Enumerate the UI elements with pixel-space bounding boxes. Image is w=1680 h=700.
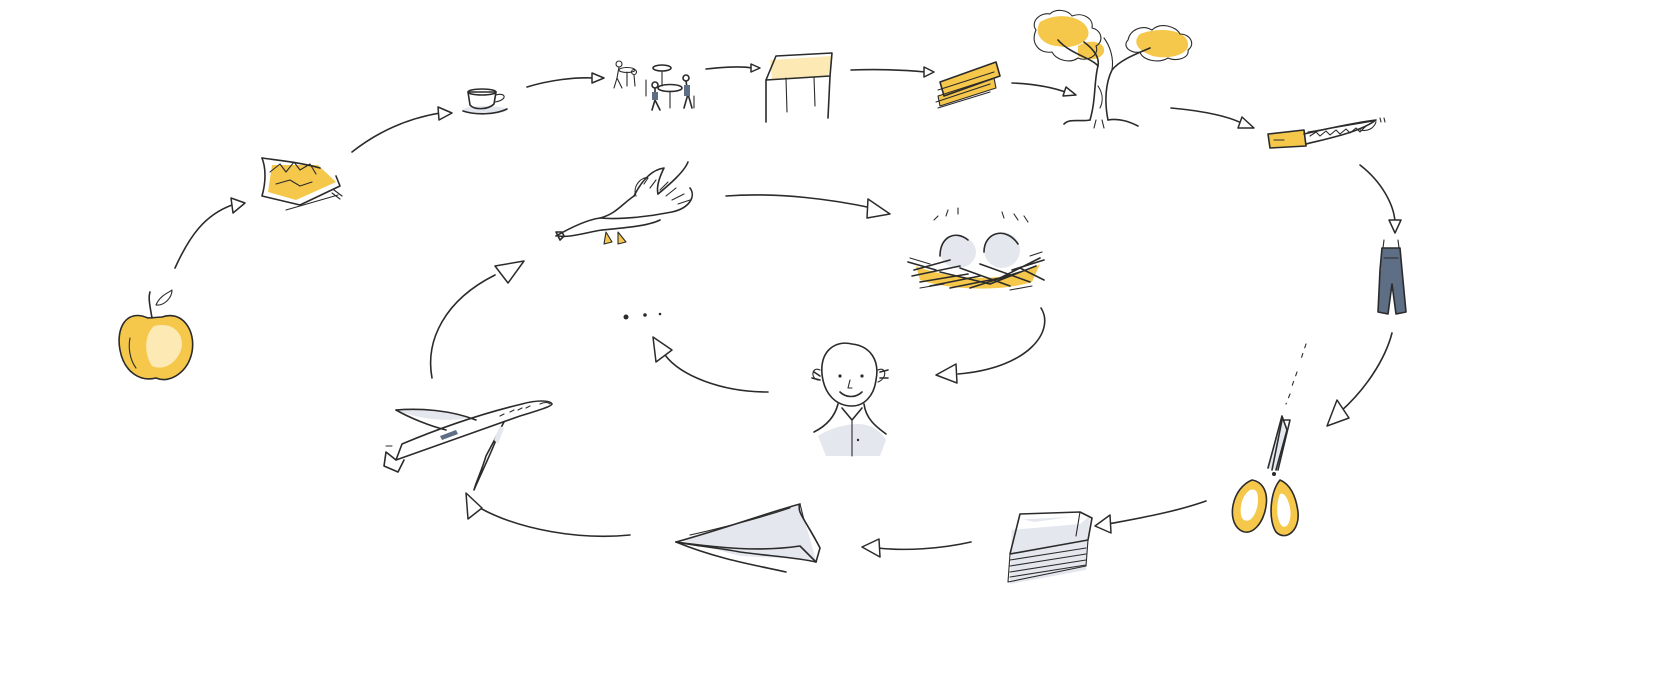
chainsaw-icon (1267, 117, 1386, 149)
table-icon (765, 52, 833, 123)
arrow-airplane-to-goose (429, 260, 525, 379)
wood-planks-icon (935, 61, 1001, 109)
arrow-apple-to-pie (174, 197, 246, 269)
arrow-pie-to-cup (351, 106, 453, 153)
airplane-icon (383, 400, 553, 491)
overalls-icon (1377, 239, 1407, 315)
arrow-paper-plane-to-airplane (465, 492, 631, 538)
nest-with-eggs-icon (907, 207, 1045, 291)
paper-airplane-icon (675, 503, 821, 573)
bald-man-icon (811, 342, 889, 457)
tree-icon (1033, 9, 1193, 129)
arrow-overalls-to-scissors (1326, 332, 1393, 427)
scissors-icon (1231, 343, 1307, 537)
arrow-goose-to-nest (725, 194, 891, 219)
arrow-planks-to-tree (1011, 82, 1077, 97)
arrow-scissors-to-paper (1094, 500, 1207, 534)
goose-icon (555, 161, 694, 245)
apple-icon (118, 289, 194, 381)
cafe-tables-icon (613, 60, 695, 111)
arrow-nest-to-man (935, 307, 1046, 384)
arrow-cup-to-cafe (526, 72, 605, 88)
ellipsis-icon (623, 312, 662, 320)
coffee-cup-icon (462, 88, 508, 115)
arrow-man-to-ellipsis (652, 336, 769, 393)
arrow-table-to-planks (850, 66, 935, 78)
arrow-paper-to-plane (861, 538, 972, 558)
arrow-tree-to-chainsaw (1170, 107, 1255, 129)
arrow-chainsaw-to-overalls (1359, 164, 1402, 234)
arrow-cafe-to-table (705, 63, 761, 73)
apple-pie-icon (261, 157, 343, 211)
paper-stack-icon (1007, 511, 1093, 584)
